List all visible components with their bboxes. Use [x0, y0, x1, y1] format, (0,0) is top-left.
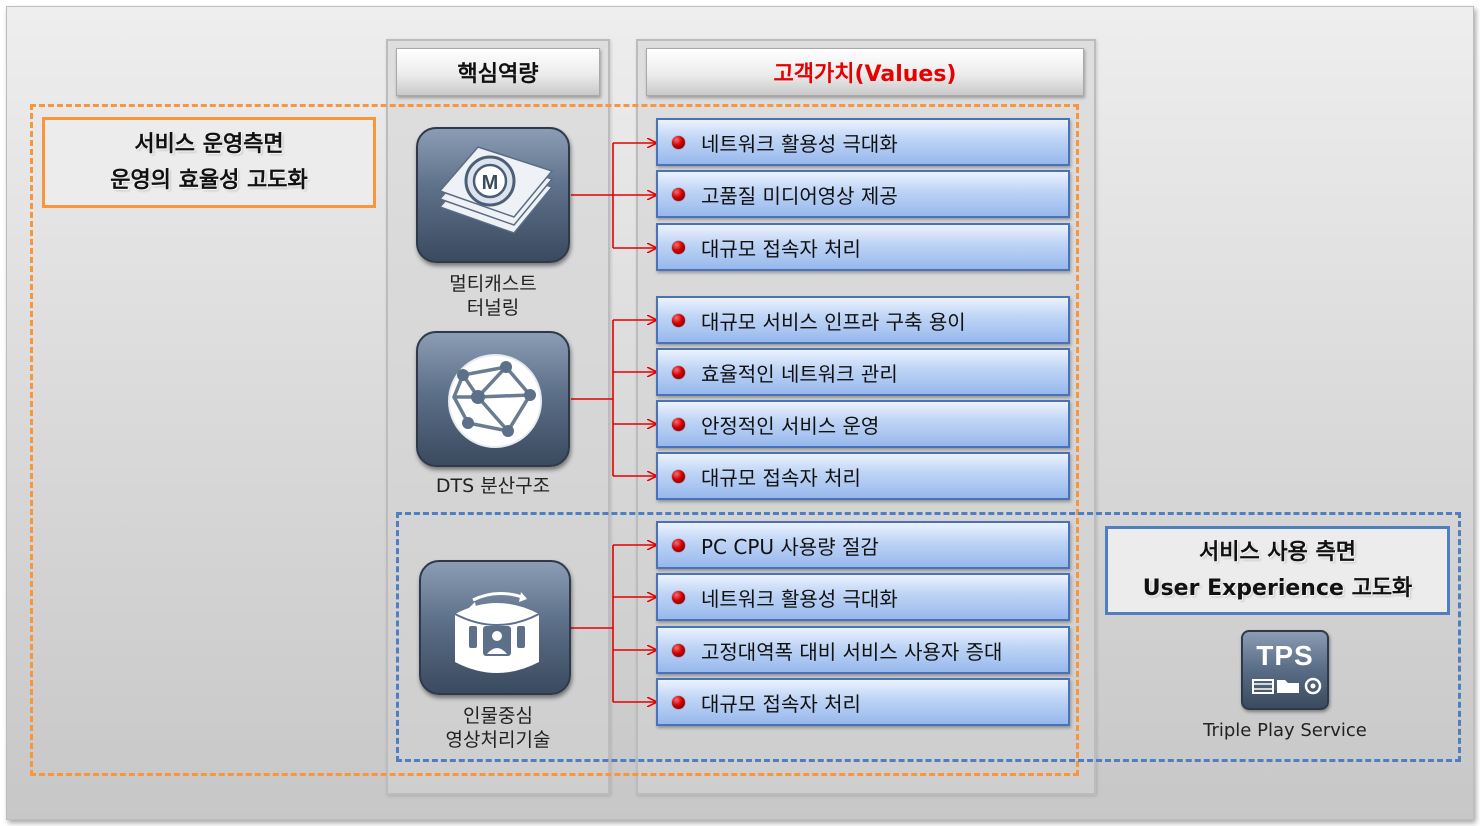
bullet-icon: [672, 469, 685, 483]
bullet-icon: [672, 313, 685, 327]
value-text: 대규모 서비스 인프라 구축 용이: [701, 309, 966, 334]
value-text: 대규모 접속자 처리: [701, 691, 861, 716]
value-text: 네트워크 활용성 극대화: [701, 131, 898, 156]
user-aspect-line1: 서비스 사용 측면: [1199, 539, 1356, 565]
user-aspect-label: 서비스 사용 측면 User Experience 고도화: [1105, 526, 1450, 615]
bullet-icon: [672, 135, 685, 149]
value-item: 대규모 서비스 인프라 구축 용이: [656, 296, 1070, 344]
bullet-icon: [672, 590, 685, 604]
value-item: 효율적인 네트워크 관리: [656, 348, 1070, 396]
video-caption-line1: 인물중심: [463, 705, 533, 727]
value-text: 고정대역폭 대비 서비스 사용자 증대: [701, 639, 1003, 664]
multicast-caption-line2: 터널링: [466, 297, 520, 319]
value-item: 안정적인 서비스 운영: [656, 400, 1070, 448]
bullet-icon: [672, 187, 685, 201]
operation-aspect-label: 서비스 운영측면 운영의 효율성 고도화: [42, 117, 376, 208]
bullet-icon: [672, 695, 685, 709]
tps-media-icon: [1252, 677, 1322, 695]
value-text: PC CPU 사용량 절감: [701, 534, 879, 559]
value-text: 대규모 접속자 처리: [701, 236, 861, 261]
value-item: 고정대역폭 대비 서비스 사용자 증대: [656, 626, 1070, 674]
value-text: 네트워크 활용성 극대화: [701, 586, 898, 611]
value-text: 안정적인 서비스 운영: [701, 413, 880, 438]
value-text: 효율적인 네트워크 관리: [701, 361, 898, 386]
multicast-tunneling-icon: M: [416, 127, 570, 263]
bullet-icon: [672, 365, 685, 379]
user-aspect-dashed-region: [396, 512, 1461, 762]
value-item: 네트워크 활용성 극대화: [656, 118, 1070, 166]
bullet-icon: [672, 538, 685, 552]
person-video-icon: [419, 560, 571, 695]
bullet-icon: [672, 417, 685, 431]
customer-values-header: 고객가치(Values): [646, 48, 1084, 96]
operation-aspect-line1: 서비스 운영측면: [134, 131, 284, 157]
value-item: 대규모 접속자 처리: [656, 223, 1070, 271]
operation-aspect-line2: 운영의 효율성 고도화: [110, 167, 308, 193]
bullet-icon: [672, 643, 685, 657]
user-aspect-line2: User Experience 고도화: [1142, 575, 1413, 601]
value-item: 네트워크 활용성 극대화: [656, 573, 1070, 621]
value-item: 대규모 접속자 처리: [656, 678, 1070, 726]
multicast-tunneling-caption: 멀티캐스트 터널링: [400, 272, 586, 320]
value-item: PC CPU 사용량 절감: [656, 521, 1070, 569]
multicast-caption-line1: 멀티캐스트: [449, 273, 537, 295]
dts-caption: DTS 분산구조: [400, 474, 586, 498]
value-item: 고품질 미디어영상 제공: [656, 170, 1070, 218]
bullet-icon: [672, 240, 685, 254]
operation-aspect-dashed-region: [30, 104, 1079, 776]
tps-logo-text: TPS: [1256, 640, 1314, 671]
value-text: 고품질 미디어영상 제공: [701, 183, 898, 208]
value-item: 대규모 접속자 처리: [656, 452, 1070, 500]
value-text: 대규모 접속자 처리: [701, 465, 861, 490]
video-processing-caption: 인물중심 영상처리기술: [400, 704, 596, 752]
dts-caption-line1: DTS 분산구조: [435, 475, 551, 497]
tps-logo: TPS: [1241, 630, 1329, 710]
globe-network-icon: [416, 331, 570, 467]
core-capabilities-header: 핵심역량: [396, 48, 600, 96]
svg-text:M: M: [482, 172, 499, 194]
tps-caption: Triple Play Service: [1203, 720, 1367, 741]
video-caption-line2: 영상처리기술: [445, 729, 551, 751]
